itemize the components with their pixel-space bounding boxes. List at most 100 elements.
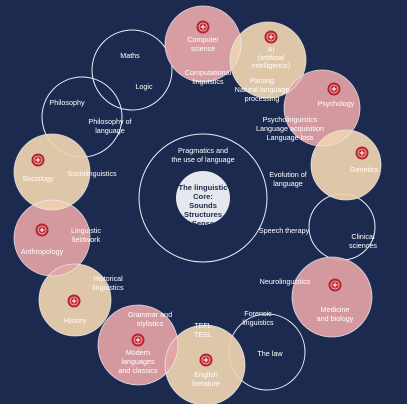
pragmatics-ring [138, 133, 268, 263]
svg-text:Clinical: Clinical [351, 232, 375, 241]
svg-text:literature: literature [192, 379, 220, 388]
evolution-label: Evolution of language [269, 170, 307, 188]
linguistic-fieldwork-label: Linguistic fieldwork [71, 226, 101, 244]
svg-text:Core:: Core: [193, 192, 213, 201]
clinical-sciences-label: Clinical sciences [349, 232, 377, 250]
svg-text:Sociolinguistics: Sociolinguistics [67, 169, 117, 178]
svg-text:Sounds: Sounds [189, 201, 217, 210]
core-circle [176, 171, 230, 225]
svg-text:and biology: and biology [317, 314, 354, 323]
svg-text:language: language [95, 126, 125, 135]
psychology-outline [283, 69, 361, 147]
svg-text:Logic: Logic [135, 82, 153, 91]
history-outline [38, 263, 112, 337]
svg-text:Structures: Structures [184, 210, 222, 219]
psychology-circle [284, 70, 360, 146]
medicine-outline [291, 256, 373, 338]
computer-science-label: Computer science [187, 35, 219, 53]
tefl-label: TEFL TESL [194, 321, 212, 339]
modern-languages-outline [97, 304, 179, 386]
svg-text:Neurolinguistics: Neurolinguistics [260, 277, 311, 286]
medicine-circle [292, 257, 372, 337]
ai-circle [230, 22, 306, 98]
svg-text:Evolution of: Evolution of [269, 170, 307, 179]
sociology-label: Sociology [22, 174, 54, 183]
svg-text:Sense: Sense [192, 219, 214, 228]
svg-text:The law: The law [257, 349, 283, 358]
ai-label: AI (artificial intelligence) [252, 45, 290, 70]
grammar-label: Grammar and stylistics [128, 310, 172, 328]
university-emblem-icon [355, 146, 369, 160]
svg-text:science: science [191, 44, 215, 53]
computational-linguistics-label: Computational linguistics [185, 68, 232, 86]
university-emblem-icon [131, 333, 145, 347]
university-emblem-icon [328, 278, 342, 292]
history-label: History [64, 316, 87, 325]
historical-linguistics-label: Historical linguistics [92, 274, 124, 292]
svg-text:Computational: Computational [185, 68, 232, 77]
english-literature-label: English literature [192, 370, 220, 388]
clinical-ring [308, 193, 376, 261]
emblem-layer [31, 20, 369, 367]
sociology-circle [14, 134, 90, 210]
svg-text:linguistics: linguistics [192, 77, 224, 86]
the-law-label: The law [257, 349, 283, 358]
computer-science-outline [164, 5, 242, 83]
computer-science-circle [165, 6, 241, 82]
sociolinguistics-label: Sociolinguistics [67, 169, 117, 178]
svg-text:AI: AI [268, 45, 275, 54]
svg-text:Parsing: Parsing [250, 76, 274, 85]
genetics-outline [310, 129, 382, 201]
svg-text:the use of language: the use of language [171, 155, 234, 164]
forensic-linguistics-label: Forensic linguistics [242, 309, 274, 327]
philosophy-of-language-label: Philosophy of language [88, 117, 131, 135]
parsing-label: Parsing Natural language processing [235, 76, 290, 103]
svg-text:intelligence): intelligence) [252, 61, 290, 70]
svg-text:language: language [273, 179, 303, 188]
psycholinguistics-label: Psycholinguistics Language acquisition L… [256, 115, 324, 142]
svg-text:linguistics: linguistics [242, 318, 274, 327]
svg-text:linguistics: linguistics [92, 283, 124, 292]
svg-text:Language acquisition: Language acquisition [256, 124, 324, 133]
svg-text:Computer: Computer [187, 35, 219, 44]
svg-text:Modern: Modern [126, 348, 150, 357]
svg-text:English: English [194, 370, 218, 379]
university-emblem-icon [35, 223, 49, 237]
svg-text:Pragmatics and: Pragmatics and [178, 146, 228, 155]
speech-therapy-label: Speech therapy [259, 226, 310, 235]
psychology-label: Psychology [318, 99, 355, 108]
svg-text:Maths: Maths [120, 51, 140, 60]
philosophy-label: Philosophy [49, 98, 85, 107]
svg-text:Anthropology: Anthropology [21, 247, 64, 256]
svg-text:Philosophy: Philosophy [49, 98, 85, 107]
svg-text:TESL: TESL [194, 330, 212, 339]
svg-text:TEFL: TEFL [194, 321, 212, 330]
svg-text:Speech therapy: Speech therapy [259, 226, 310, 235]
svg-text:The linguistic: The linguistic [179, 183, 228, 192]
ai-outline [229, 21, 307, 99]
svg-text:(artificial: (artificial [258, 53, 285, 62]
svg-text:Linguistic: Linguistic [71, 226, 101, 235]
svg-text:Grammar and: Grammar and [128, 310, 172, 319]
modern-languages-label: Modern languages and classics [118, 348, 158, 375]
anthropology-circle [14, 200, 90, 276]
university-emblem-icon [196, 20, 210, 34]
svg-text:History: History [64, 316, 87, 325]
svg-text:Genetics: Genetics [350, 165, 379, 174]
svg-text:Philosophy of: Philosophy of [88, 117, 131, 126]
anthropology-outline [13, 199, 91, 277]
maths-logic-ring [91, 29, 173, 111]
anthropology-label: Anthropology [21, 247, 64, 256]
overlap-outlines [13, 5, 382, 404]
svg-text:Sociology: Sociology [22, 174, 54, 183]
svg-text:languages: languages [121, 357, 155, 366]
svg-text:and classics: and classics [118, 366, 158, 375]
maths-label: Maths [120, 51, 140, 60]
svg-text:Natural language: Natural language [235, 85, 290, 94]
university-emblem-icon [199, 353, 213, 367]
svg-text:processing: processing [245, 94, 280, 103]
university-emblem-icon [31, 153, 45, 167]
genetics-label: Genetics [350, 165, 379, 174]
svg-text:Historical: Historical [93, 274, 123, 283]
